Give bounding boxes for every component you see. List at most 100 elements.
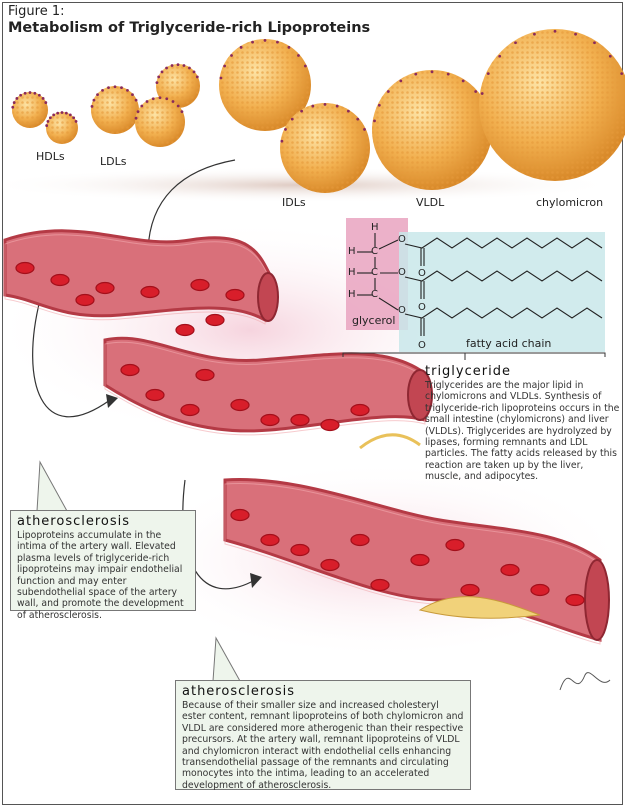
red-blood-cell (320, 558, 340, 572)
apoprotein-dot (195, 75, 199, 79)
atom-o: O (398, 267, 406, 278)
fatty-acid-highlight (399, 232, 605, 352)
atom-o: O (398, 234, 406, 245)
red-blood-cell (145, 388, 165, 402)
apoprotein-dot (356, 117, 360, 121)
apoprotein-dot (134, 98, 138, 102)
red-blood-cell (140, 285, 160, 299)
apoprotein-dot (155, 81, 159, 85)
glycerol-label: glycerol (352, 314, 396, 327)
red-blood-cell (410, 553, 430, 567)
fatty-acid-chain-top (404, 237, 603, 249)
apoprotein-dot (219, 76, 223, 80)
fatty-acid-chain-mid (404, 270, 603, 282)
red-blood-cell (230, 398, 250, 412)
apoprotein-dot (461, 79, 465, 83)
apoprotein-dot (223, 64, 227, 68)
apoprotein-dot (297, 54, 300, 57)
triglyceride-body: Triglycerides are the major lipid in chy… (425, 380, 620, 483)
apoprotein-dot (533, 32, 536, 36)
apoprotein-dot (335, 104, 339, 108)
apoprotein-dot (239, 45, 243, 49)
apoprotein-dot (230, 54, 233, 57)
red-blood-cell (75, 293, 95, 307)
apoprotein-dot (45, 124, 49, 127)
apoprotein-dot (171, 100, 175, 103)
apoprotein-dot (414, 72, 418, 76)
apoprotein-dot (176, 63, 180, 67)
red-blood-cell (120, 363, 140, 377)
apoprotein-dot (192, 70, 196, 74)
apoprotein-dot (276, 40, 279, 44)
apoprotein-dot (131, 93, 134, 97)
triglyceride-note: triglyceride Triglycerides are the major… (425, 365, 620, 483)
atom-o: O (398, 305, 406, 316)
red-blood-cell (190, 278, 210, 292)
red-blood-cell (565, 593, 585, 607)
apoprotein-dot (126, 88, 129, 92)
apoprotein-dot (608, 54, 612, 58)
artery-lumen-opening (407, 369, 433, 421)
triglyceride-heading: triglyceride (425, 364, 511, 379)
artery-segment-1 (3, 229, 272, 323)
fatty-acid-chain-bot (404, 307, 603, 319)
apoprotein-dot (52, 113, 56, 117)
apoprotein-dot (96, 93, 99, 97)
vldl-surface-texture (372, 70, 492, 190)
atom-o: O (418, 340, 426, 351)
apoprotein-dot (12, 101, 16, 104)
label-idls: IDLs (282, 196, 306, 209)
atherosclerosis-heading: atherosclerosis (17, 514, 131, 529)
apoprotein-dot (158, 96, 162, 100)
red-blood-cell (290, 413, 310, 427)
apoprotein-dot (72, 116, 76, 120)
apoprotein-dot (386, 90, 390, 93)
label-hdls: HDLs (36, 150, 65, 163)
atom-h: H (371, 222, 379, 233)
atom-h: H (348, 246, 356, 257)
apoprotein-dot (60, 111, 64, 114)
atherosclerotic-plaque (418, 596, 541, 619)
apoprotein-dot (113, 85, 117, 89)
triglyceride-bonds (357, 233, 399, 311)
apoprotein-dot (37, 93, 41, 97)
label-vldl: VLDL (416, 196, 445, 209)
red-blood-cell (15, 261, 35, 275)
apoprotein-dot (170, 64, 174, 67)
apoprotein-dot (363, 128, 366, 131)
red-blood-cell (290, 543, 310, 557)
red-blood-cell (95, 281, 115, 295)
red-blood-cell (230, 508, 250, 522)
hdl-surface-texture (12, 92, 48, 128)
atom-o: O (418, 268, 426, 279)
apoprotein-dot (553, 29, 557, 33)
red-blood-cell (205, 313, 225, 327)
apoprotein-dot (373, 119, 376, 123)
atom-c: C (371, 289, 378, 300)
atom-h: H (348, 289, 356, 300)
apoprotein-dot (514, 41, 517, 45)
apoprotein-dot (120, 86, 123, 90)
apoprotein-dot (68, 113, 72, 117)
red-blood-cell (445, 538, 465, 552)
atom-c: C (371, 246, 378, 257)
apoprotein-dot (64, 111, 68, 115)
hdl-surface-texture (46, 112, 78, 144)
ldl-surface-texture (135, 97, 185, 147)
callout-tail (212, 636, 241, 682)
red-blood-cell (350, 403, 370, 417)
callout-tail (36, 460, 68, 512)
apoprotein-dot (23, 91, 27, 95)
idl-surface-texture (280, 103, 370, 193)
artery-wall-highlight (224, 483, 601, 645)
apoprotein-dot (160, 70, 164, 74)
apoprotein-dot (498, 54, 502, 58)
artist-signature (559, 672, 611, 691)
label-chylomicron: chylomicron (536, 196, 604, 209)
apoprotein-dot (157, 75, 161, 79)
figure-title: Metabolism of Triglyceride-rich Lipoprot… (8, 20, 371, 36)
apoprotein-dot (300, 109, 304, 113)
apoprotein-dot (280, 139, 284, 143)
chylomicron-surface-texture (479, 29, 625, 181)
